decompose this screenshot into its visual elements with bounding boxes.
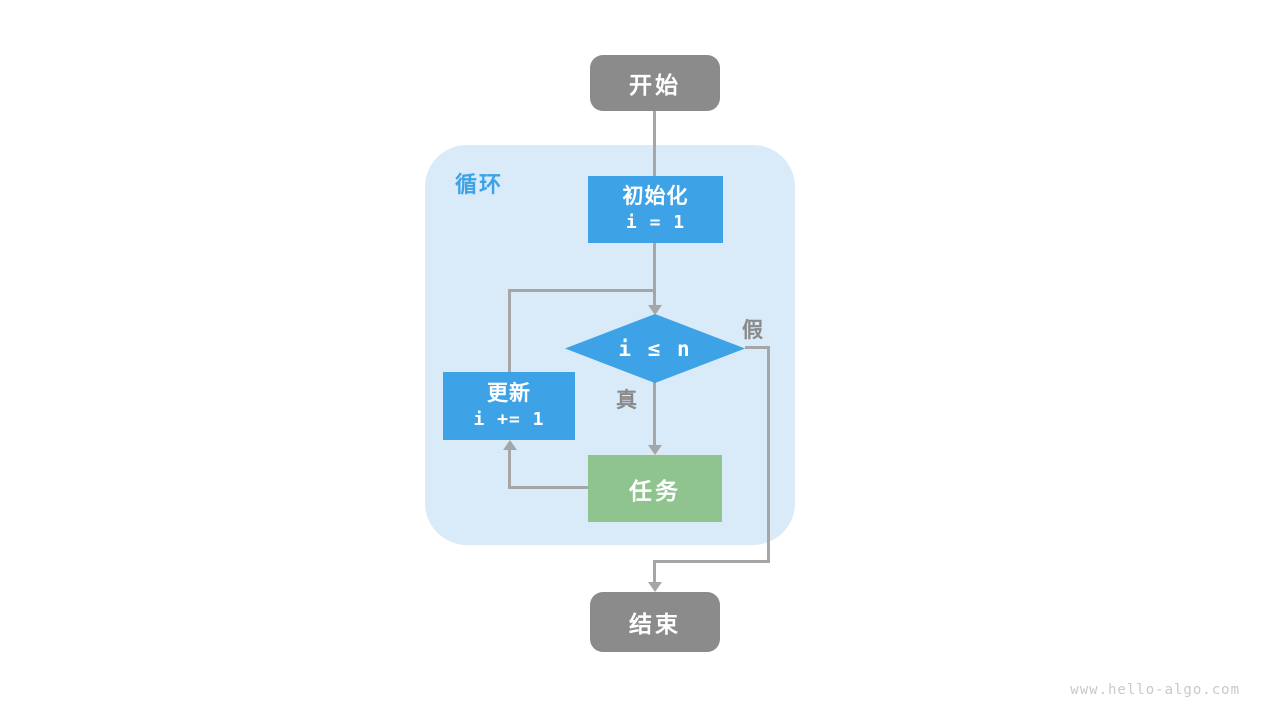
update-node-code: i += 1 [473, 408, 545, 430]
watermark: www.hello-algo.com [1070, 682, 1240, 698]
edge-false-down [767, 346, 770, 563]
update-node: 更新 i += 1 [443, 372, 575, 440]
edge-condition-task [653, 382, 656, 446]
edge-update-up [508, 289, 511, 373]
arrowhead-into-update [503, 440, 517, 450]
edge-false-down2 [653, 560, 656, 583]
edge-init-condition [653, 242, 656, 306]
arrowhead-into-end [648, 582, 662, 592]
start-node-label: 开始 [629, 72, 681, 98]
arrowhead-into-condition [648, 305, 662, 315]
arrowhead-into-task [648, 445, 662, 455]
edge-false-left [653, 560, 770, 563]
update-node-title: 更新 [487, 381, 531, 405]
start-node: 开始 [590, 55, 720, 111]
loop-group-label: 循环 [455, 172, 504, 197]
init-node-code: i = 1 [625, 212, 686, 234]
task-node: 任务 [588, 455, 722, 522]
true-edge-label: 真 [616, 389, 638, 412]
task-node-label: 任务 [629, 477, 681, 504]
end-node: 结束 [590, 592, 720, 652]
init-node: 初始化 i = 1 [588, 176, 723, 243]
false-edge-label: 假 [742, 319, 764, 342]
edge-task-left [509, 486, 589, 489]
edge-update-right [508, 289, 656, 292]
end-node-label: 结束 [629, 611, 681, 637]
init-node-title: 初始化 [622, 185, 689, 209]
edge-task-up [508, 450, 511, 489]
condition-node-label: i ≤ n [618, 336, 692, 361]
edge-false-right [745, 346, 770, 349]
edge-start-init [653, 110, 656, 177]
